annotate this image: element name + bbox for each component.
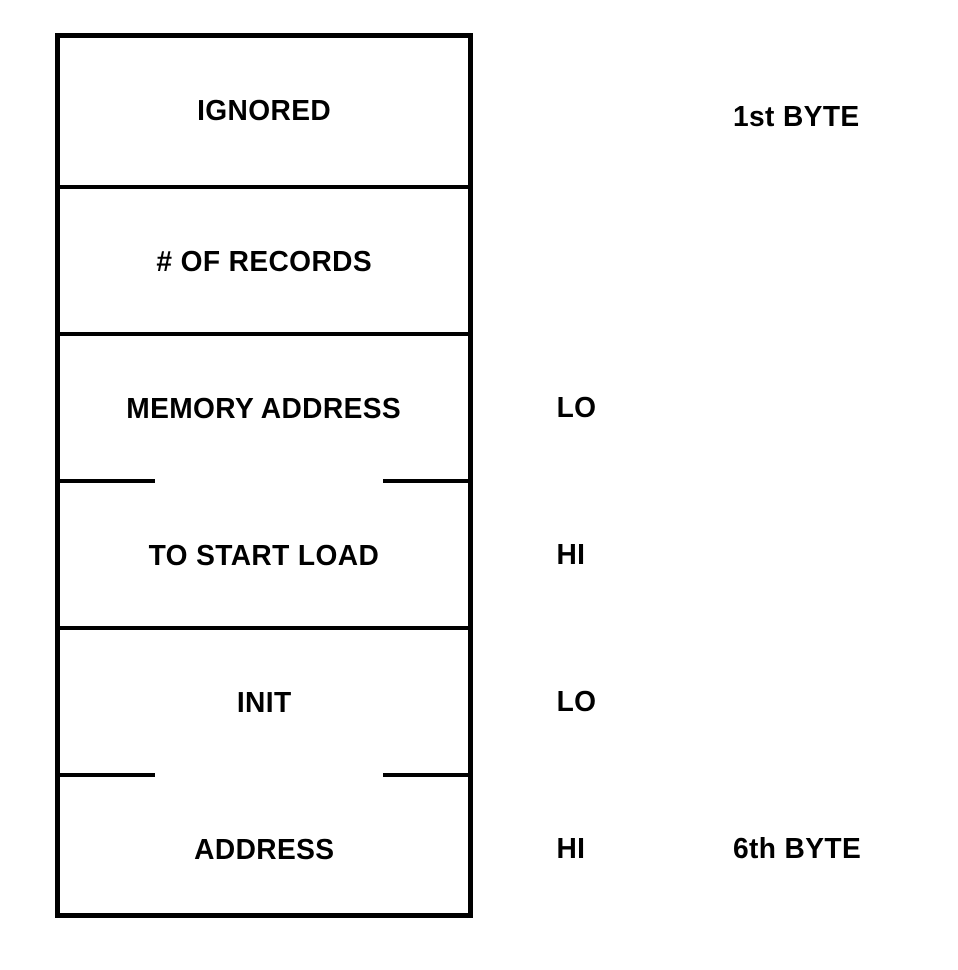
byte-row-1: IGNORED — [60, 38, 468, 185]
row-divider-3-broken — [60, 479, 468, 483]
byte-row-5: INIT — [60, 630, 468, 777]
byte-row-2: # OF RECORDS — [60, 189, 468, 336]
endian-label-row-4: HI — [556, 539, 586, 571]
row-divider-2 — [60, 332, 468, 336]
byte-row-4: TO START LOAD — [60, 483, 468, 630]
byte-row-2-label: # OF RECORDS — [156, 246, 372, 278]
byte-row-5-label: INIT — [236, 687, 292, 719]
byte-row-1-label: IGNORED — [196, 95, 332, 127]
byte-note-first: 1st BYTE — [732, 101, 860, 133]
row-divider-5-broken — [60, 773, 468, 777]
endian-label-row-6: HI — [556, 833, 586, 865]
byte-row-3: MEMORY ADDRESS — [60, 336, 468, 483]
byte-row-4-label: TO START LOAD — [148, 540, 380, 572]
row-divider-3-stub-left — [60, 479, 155, 483]
row-divider-3-stub-right — [383, 479, 468, 483]
byte-row-3-label: MEMORY ADDRESS — [126, 393, 402, 425]
endian-label-row-5: LO — [556, 686, 597, 718]
row-divider-5-stub-left — [60, 773, 155, 777]
byte-row-6: ADDRESS — [60, 777, 468, 924]
byte-structure-box: IGNORED # OF RECORDS MEMORY ADDRESS TO S… — [55, 33, 473, 918]
byte-note-last: 6th BYTE — [732, 833, 862, 865]
endian-label-row-3: LO — [556, 392, 597, 424]
row-divider-1 — [60, 185, 468, 189]
byte-row-6-label: ADDRESS — [193, 834, 335, 866]
row-divider-5-stub-right — [383, 773, 468, 777]
row-divider-4 — [60, 626, 468, 630]
